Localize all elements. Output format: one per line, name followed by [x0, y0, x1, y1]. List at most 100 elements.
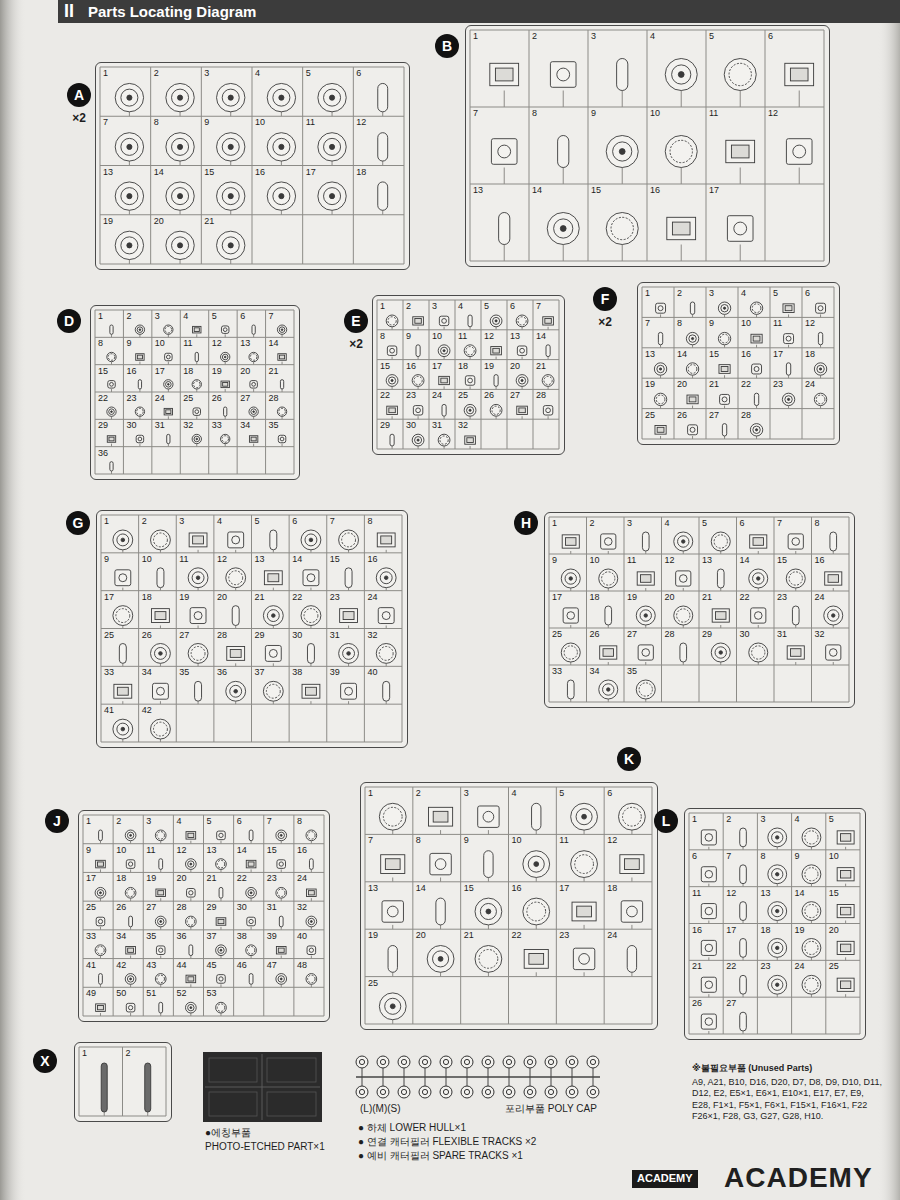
part-drawing — [217, 831, 226, 844]
part-outline — [785, 306, 792, 311]
sprue-gate — [168, 416, 169, 419]
part-drawing — [156, 946, 165, 959]
part-outline — [705, 907, 713, 915]
part-drawing — [216, 859, 227, 873]
part-number: 48 — [297, 961, 307, 970]
part-outline — [345, 568, 352, 588]
part-drawing — [246, 945, 257, 959]
part-number: 6 — [768, 32, 773, 41]
part-outline — [95, 945, 106, 956]
part-drawing — [378, 182, 388, 215]
sprue-gate — [180, 161, 181, 165]
part-number: 12 — [805, 319, 815, 328]
part-outline — [753, 538, 763, 546]
part-outline — [279, 95, 284, 100]
part-outline — [377, 533, 395, 547]
sprue-frame: 1234567891011121314151617B — [465, 25, 830, 267]
part-drawing — [494, 375, 498, 390]
part-drawing — [740, 939, 747, 961]
part-drawing — [658, 332, 662, 347]
part-outline — [435, 859, 446, 870]
sprue-gate — [225, 389, 226, 392]
part-number: 5 — [255, 517, 260, 526]
part-drawing — [115, 133, 143, 166]
sprue-runner — [377, 300, 559, 301]
sprue-gate — [496, 386, 497, 389]
part-drawing — [155, 830, 166, 844]
part-outline — [263, 681, 283, 701]
part-number: 39 — [267, 932, 277, 941]
part-outline — [193, 536, 204, 544]
part-number: 26 — [484, 391, 494, 400]
part-drawing — [490, 315, 502, 330]
part-outline — [279, 327, 285, 333]
part-drawing — [442, 404, 446, 419]
part-outline — [250, 381, 257, 388]
part-outline — [412, 434, 424, 446]
part-outline — [217, 975, 226, 984]
sprue-art — [361, 783, 656, 1028]
part-outline — [606, 136, 638, 168]
part-number: 32 — [458, 421, 468, 430]
part-drawing — [216, 918, 226, 930]
sprue-gate — [220, 1013, 221, 1016]
part-number: 5 — [212, 312, 217, 321]
part-drawing — [390, 434, 394, 449]
part-number: 30 — [237, 903, 247, 912]
part-outline — [569, 577, 572, 580]
sprue-gate — [198, 701, 199, 704]
part-outline — [430, 853, 451, 874]
sprue-frame: 1234567891011121314151617181920212223242… — [684, 808, 866, 1040]
sprue-gate — [104, 1112, 105, 1116]
sprue-gate — [720, 625, 721, 628]
note-text: ● 예비 캐터필러 SPARE TRACKS ×1 — [358, 1150, 523, 1163]
photo-etched-part — [267, 1092, 316, 1116]
part-drawing — [726, 140, 755, 184]
part-number: 27 — [240, 394, 250, 403]
part-outline — [566, 538, 576, 546]
poly-cap — [440, 1086, 452, 1098]
part-outline — [565, 573, 576, 584]
part-outline — [251, 409, 257, 415]
sprue-runner — [95, 310, 96, 474]
part-drawing — [636, 680, 655, 702]
part-number: 9 — [709, 319, 714, 328]
part-drawing — [309, 859, 313, 873]
sprue-frame: 1234567891011121314151617181920212223242… — [360, 782, 658, 1030]
part-number: 12 — [176, 846, 186, 855]
sprue-letter-badge: B — [435, 34, 459, 58]
part-number: 17 — [773, 350, 783, 359]
part-number: 10 — [432, 332, 442, 341]
part-outline — [640, 610, 651, 621]
part-outline — [786, 363, 790, 375]
part-drawing — [655, 425, 666, 439]
part-outline — [329, 95, 334, 100]
sprue-runner — [79, 1047, 80, 1116]
part-drawing — [113, 719, 133, 742]
part-drawing — [826, 645, 841, 665]
poly-cap-hole — [443, 1089, 448, 1094]
part-outline — [793, 145, 806, 158]
part-number: 13 — [103, 168, 113, 177]
sprue-art — [638, 283, 838, 443]
sprue-runner — [377, 300, 378, 449]
poly-cap-hole — [590, 1089, 595, 1094]
part-drawing — [465, 436, 476, 449]
part-number: 26 — [116, 903, 126, 912]
part-number: 3 — [432, 302, 437, 311]
part-number: 4 — [255, 69, 260, 78]
part-number: 11 — [692, 889, 701, 898]
part-drawing — [277, 860, 286, 873]
sprue-gate — [811, 884, 812, 887]
part-outline — [637, 572, 654, 585]
sprue-runner — [455, 300, 456, 449]
part-outline — [107, 352, 116, 361]
sprue-gate — [168, 444, 169, 447]
part-outline — [543, 317, 554, 325]
part-outline — [382, 901, 403, 922]
part-outline — [790, 68, 808, 81]
part-outline — [554, 219, 573, 238]
sprue-gate — [743, 921, 744, 924]
part-outline — [687, 395, 698, 404]
part-number: 40 — [367, 668, 377, 677]
